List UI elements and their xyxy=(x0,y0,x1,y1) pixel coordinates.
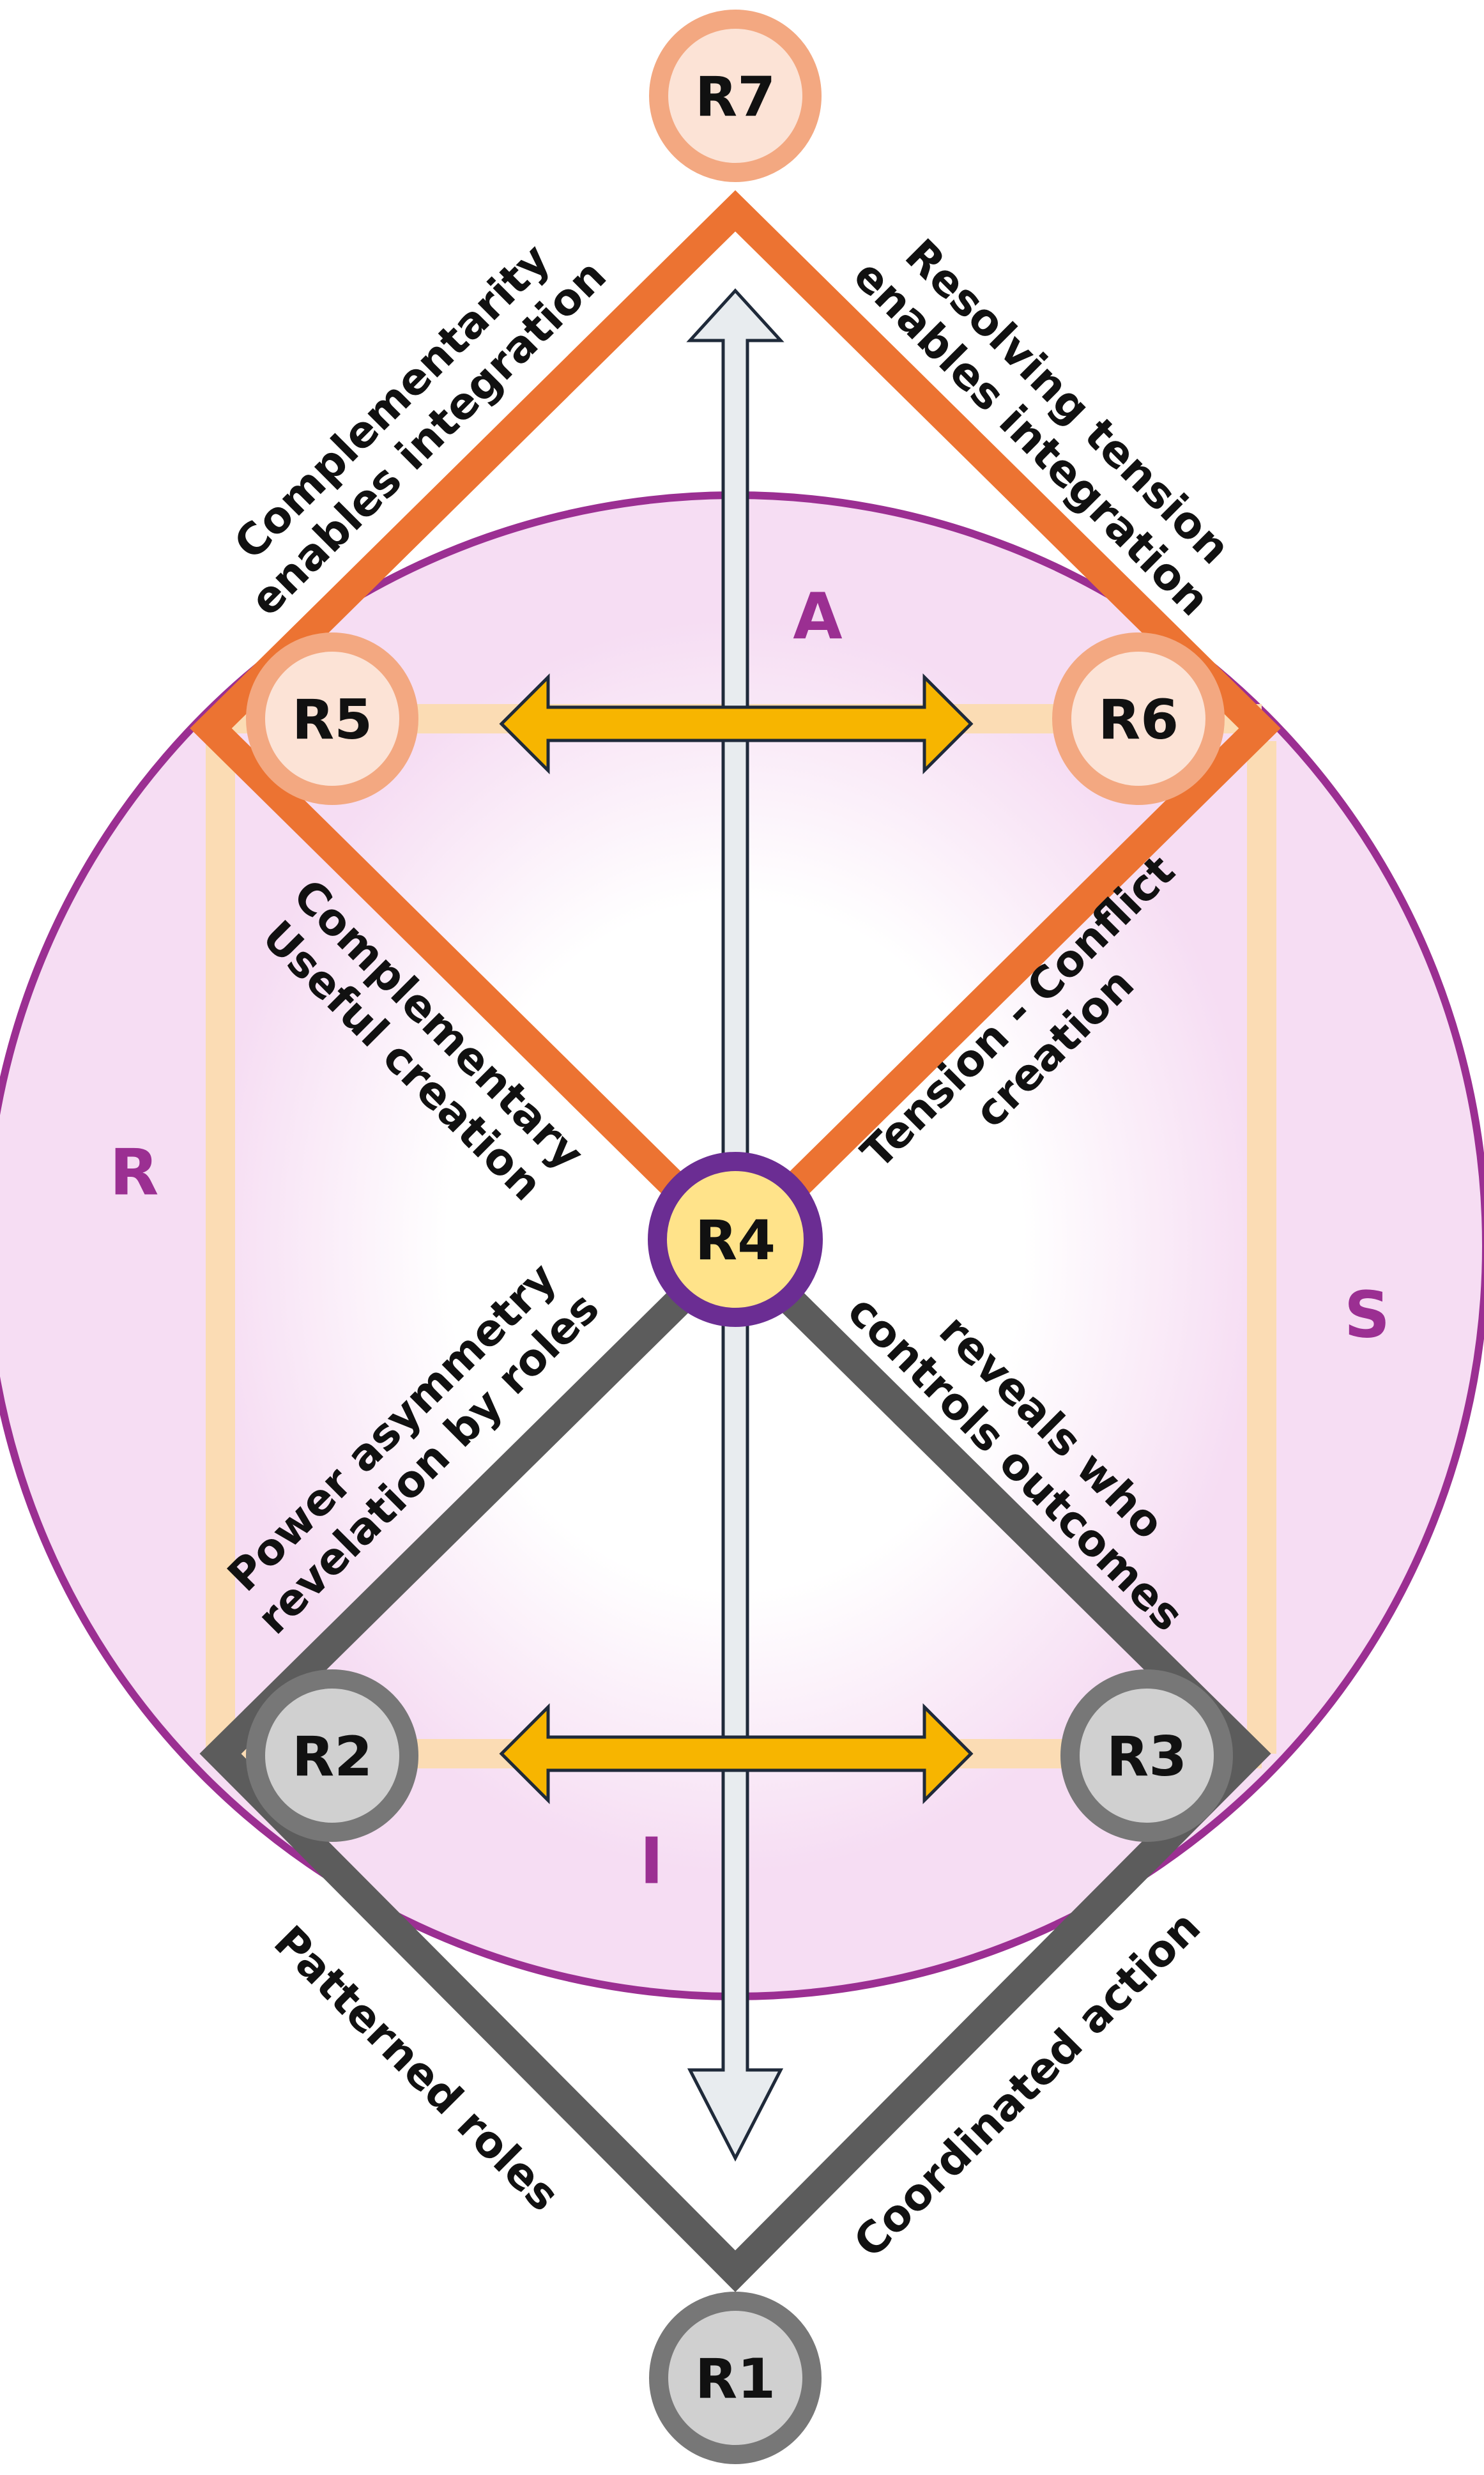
region-label-i: I xyxy=(639,1824,663,1899)
lower-horizontal-arrow xyxy=(499,1703,974,1805)
region-label-r: R xyxy=(109,1135,158,1210)
orange-diamond xyxy=(190,190,1281,1257)
node-r3: R3 xyxy=(1060,1669,1233,1842)
gray-diamond xyxy=(199,1235,1271,2292)
edge-label-line: Complementarity xyxy=(225,234,560,570)
node-r7-label: R7 xyxy=(695,65,776,129)
node-r1-label: R1 xyxy=(695,2347,776,2411)
node-r5: R5 xyxy=(246,632,418,805)
node-r4: R4 xyxy=(648,1152,823,1327)
node-r3-label: R3 xyxy=(1106,1725,1187,1789)
region-label-s: S xyxy=(1344,1278,1390,1352)
upper-horizontal-arrow xyxy=(499,673,974,775)
node-r2: R2 xyxy=(246,1669,418,1842)
node-r2-label: R2 xyxy=(292,1725,372,1789)
node-r5-label: R5 xyxy=(292,688,372,752)
node-r4-label: R4 xyxy=(695,1209,776,1273)
region-label-a: A xyxy=(793,579,842,654)
node-r6-label: R6 xyxy=(1098,688,1179,752)
node-r7: R7 xyxy=(649,10,822,182)
node-r1: R1 xyxy=(649,2292,822,2464)
node-r6: R6 xyxy=(1052,632,1225,805)
